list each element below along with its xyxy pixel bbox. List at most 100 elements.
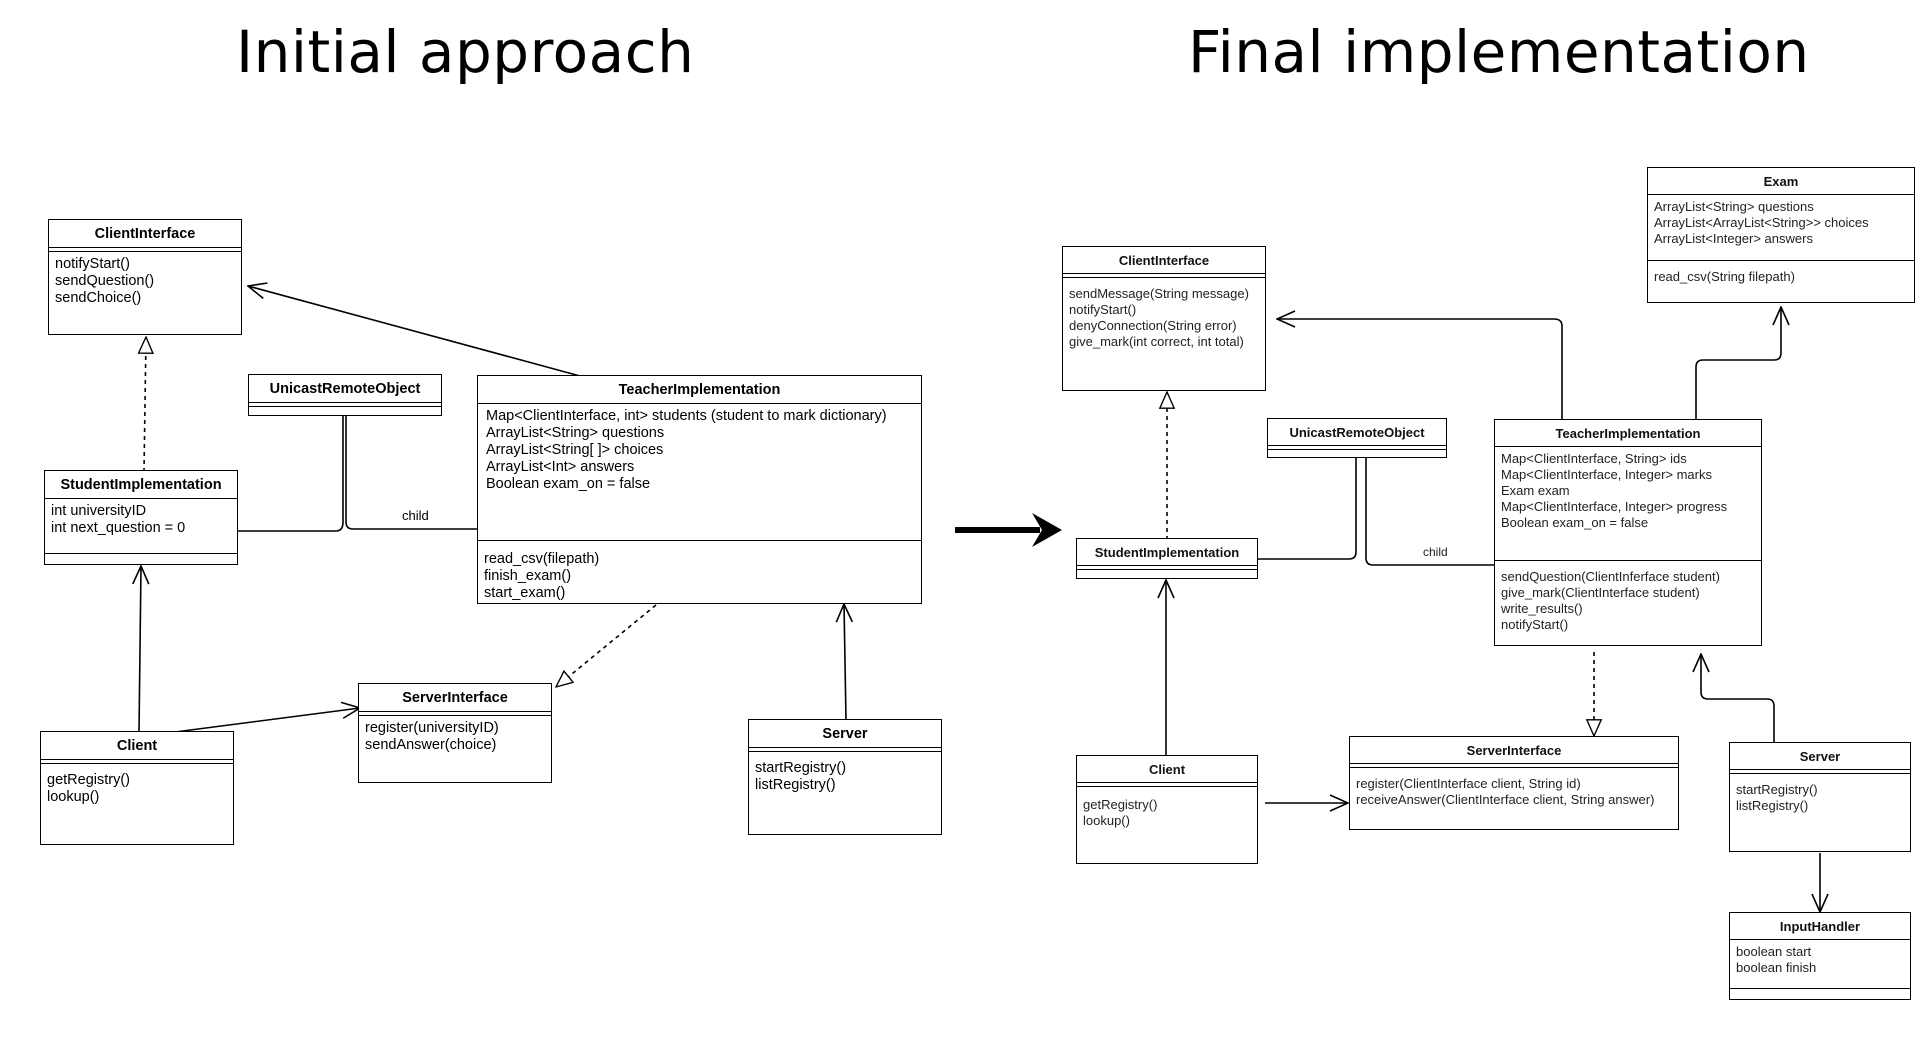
class-name: ClientInterface xyxy=(1118,253,1210,268)
methods-section: getRegistry() lookup() xyxy=(1077,787,1257,829)
class-name: Exam xyxy=(1763,174,1799,189)
class-name: Server xyxy=(1799,749,1841,764)
field: int universityID xyxy=(51,503,147,519)
method: finish_exam() xyxy=(484,568,572,584)
class-clientinterface-final: ClientInterface sendMessage(String messa… xyxy=(1062,246,1266,391)
class-teacherimplementation-final: TeacherImplementation Map<ClientInterfac… xyxy=(1494,419,1762,646)
class-unicastremoteobject-final: UnicastRemoteObject xyxy=(1267,418,1447,458)
method: register(universityID) xyxy=(365,720,499,736)
inherit-student-to-unicast xyxy=(238,415,344,532)
method: start_exam() xyxy=(484,585,566,601)
methods-section: getRegistry() lookup() xyxy=(41,764,233,806)
class-name: UnicastRemoteObject xyxy=(1289,425,1425,440)
methods-section: sendMessage(String message) notifyStart(… xyxy=(1063,278,1265,350)
assoc-teacher-to-clientinterface xyxy=(248,286,581,377)
class-name: ClientInterface xyxy=(94,226,196,242)
class-name: InputHandler xyxy=(1779,919,1861,934)
method: sendQuestion(ClientInferface student) xyxy=(1501,569,1720,584)
field: Boolean exam_on = false xyxy=(1501,515,1649,530)
field: ArrayList<Int> answers xyxy=(486,459,635,475)
methods-section: startRegistry() listRegistry() xyxy=(1730,774,1910,814)
realize-student-to-clientinterface xyxy=(144,337,146,473)
method: read_csv(filepath) xyxy=(484,551,600,567)
field: ArrayList<String[ ]> choices xyxy=(486,442,664,458)
class-name: StudentImplementation xyxy=(1094,545,1240,560)
method: register(ClientInterface client, String … xyxy=(1356,776,1581,791)
class-exam: Exam ArrayList<String> questions ArrayLi… xyxy=(1647,167,1915,303)
field: Map<ClientInterface, Integer> marks xyxy=(1501,467,1712,482)
title-final-implementation: Final implementation xyxy=(1188,18,1810,86)
method: listRegistry() xyxy=(755,777,836,793)
class-name: Server xyxy=(822,726,868,742)
assoc-server-to-teacher xyxy=(844,604,846,721)
assoc-server-to-teacher-final xyxy=(1701,654,1775,743)
field: boolean finish xyxy=(1736,960,1817,975)
class-name: ServerInterface xyxy=(1466,743,1562,758)
field: ArrayList<Integer> answers xyxy=(1654,231,1813,246)
title-initial-approach: Initial approach xyxy=(236,18,695,86)
class-name: TeacherImplementation xyxy=(618,382,781,398)
method: getRegistry() xyxy=(1083,797,1158,812)
method: listRegistry() xyxy=(1736,798,1809,813)
field: Exam exam xyxy=(1501,483,1570,498)
method: notifyStart() xyxy=(1069,302,1137,317)
child-label-final: child xyxy=(1423,545,1448,559)
assoc-client-to-student xyxy=(139,566,141,733)
methods-section: notifyStart() sendQuestion() sendChoice(… xyxy=(49,252,241,307)
method: sendChoice() xyxy=(55,290,142,306)
fields-section: ArrayList<String> questions ArrayList<Ar… xyxy=(1648,194,1914,260)
fields-section: Map<ClientInterface, String> ids Map<Cli… xyxy=(1495,446,1761,560)
class-server-final: Server startRegistry() listRegistry() xyxy=(1729,742,1911,852)
methods-section: read_csv(String filepath) xyxy=(1648,260,1914,285)
method: sendAnswer(choice) xyxy=(365,737,497,753)
class-studentimplementation-final: StudentImplementation xyxy=(1076,538,1258,579)
class-clientinterface-initial: ClientInterface notifyStart() sendQuesti… xyxy=(48,219,242,335)
field: int next_question = 0 xyxy=(51,520,186,536)
field: Map<ClientInterface, String> ids xyxy=(1501,451,1687,466)
method: write_results() xyxy=(1501,601,1583,616)
class-server-initial: Server startRegistry() listRegistry() xyxy=(748,719,942,835)
method: startRegistry() xyxy=(1736,782,1818,797)
methods-section: register(universityID) sendAnswer(choice… xyxy=(359,716,551,754)
assoc-teacher-to-exam xyxy=(1695,307,1781,420)
field: Boolean exam_on = false xyxy=(486,476,651,492)
method: lookup() xyxy=(47,789,100,805)
class-serverinterface-final: ServerInterface register(ClientInterface… xyxy=(1349,736,1679,830)
class-unicastremoteobject-initial: UnicastRemoteObject xyxy=(248,374,442,416)
class-serverinterface-initial: ServerInterface register(universityID) s… xyxy=(358,683,552,783)
fields-section: boolean start boolean finish xyxy=(1730,939,1910,988)
fields-section: int universityID int next_question = 0 xyxy=(45,498,237,553)
class-name: Client xyxy=(116,738,158,754)
method: give_mark(ClientInterface student) xyxy=(1501,585,1700,600)
class-name: StudentImplementation xyxy=(60,477,222,493)
method: sendQuestion() xyxy=(55,273,155,289)
assoc-client-to-serverinterface xyxy=(174,708,360,733)
method: notifyStart() xyxy=(1501,617,1569,632)
inherit-student-to-unicast-final xyxy=(1258,458,1357,560)
field: Map<ClientInterface, Integer> progress xyxy=(1501,499,1728,514)
method: getRegistry() xyxy=(47,772,130,788)
inherit-teacher-to-unicast-final xyxy=(1365,458,1495,566)
method: give_mark(int correct, int total) xyxy=(1069,334,1244,349)
methods-section: startRegistry() listRegistry() xyxy=(749,752,941,794)
class-name: Client xyxy=(1148,762,1186,777)
realize-teacher-to-serverinterface xyxy=(556,604,657,687)
field: ArrayList<String> questions xyxy=(1654,199,1814,214)
class-teacherimplementation-initial: TeacherImplementation Map<ClientInterfac… xyxy=(477,375,922,604)
inherit-teacher-to-unicast xyxy=(345,415,478,530)
method: denyConnection(String error) xyxy=(1069,318,1237,333)
methods-section: sendQuestion(ClientInferface student) gi… xyxy=(1495,560,1761,633)
method: receiveAnswer(ClientInterface client, St… xyxy=(1356,792,1655,807)
class-inputhandler: InputHandler boolean start boolean finis… xyxy=(1729,912,1911,1000)
method: read_csv(String filepath) xyxy=(1654,269,1795,284)
class-client-final: Client getRegistry() lookup() xyxy=(1076,755,1258,864)
class-studentimplementation-initial: StudentImplementation int universityID i… xyxy=(44,470,238,565)
class-name: TeacherImplementation xyxy=(1555,426,1701,441)
class-client-initial: Client getRegistry() lookup() xyxy=(40,731,234,845)
method: sendMessage(String message) xyxy=(1069,286,1249,301)
class-name: ServerInterface xyxy=(402,690,508,706)
class-name: UnicastRemoteObject xyxy=(269,381,421,397)
fields-section: Map<ClientInterface, int> students (stud… xyxy=(478,403,921,540)
assoc-teacher-to-clientinterface-final xyxy=(1277,319,1563,420)
